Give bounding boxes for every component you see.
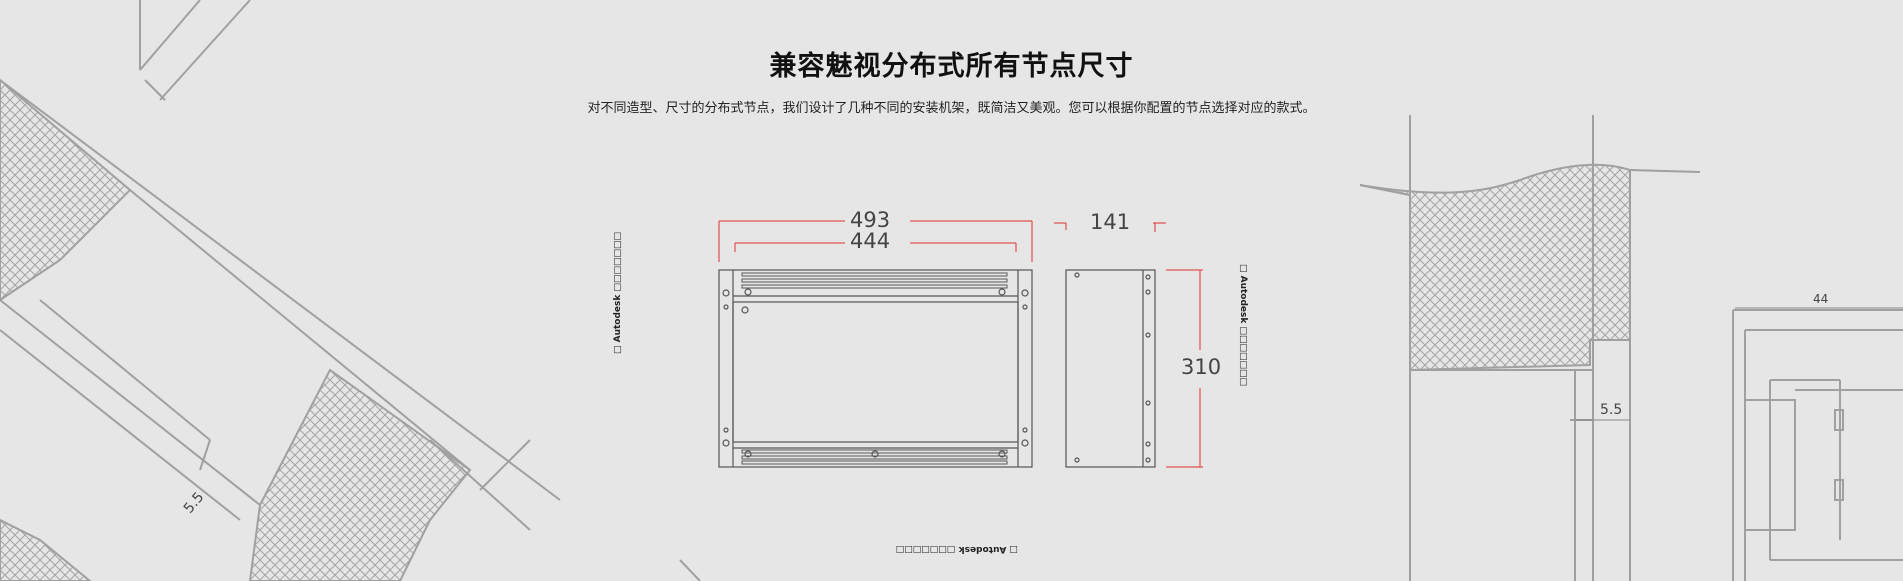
dimension-height: 310 [1181, 355, 1222, 379]
dimension-front-width: 493 [850, 208, 891, 232]
dimension-lines [718, 220, 1203, 468]
bg-dimension-44: 44 [1813, 292, 1829, 306]
watermark-left: □ Autodesk □□□□□□□ [613, 231, 623, 354]
dimension-inner-width: 444 [850, 229, 891, 253]
side-view [1065, 269, 1156, 468]
page-title: 兼容魅视分布式所有节点尺寸 [769, 51, 1134, 82]
bg-dimension-5-5-right: 5.5 [1600, 402, 1623, 418]
page-subtitle: 对不同造型、尺寸的分布式节点，我们设计了几种不同的安装机架，既简洁又美观。您可以… [587, 101, 1316, 116]
watermark-bottom: □ Autodesk □□□□□□□ [896, 544, 1019, 554]
vent-slots [741, 272, 1008, 465]
dimension-side-depth: 141 [1090, 210, 1131, 234]
front-view [718, 269, 1033, 468]
watermark-right: □ Autodesk □□□□□□□ [1238, 264, 1248, 387]
